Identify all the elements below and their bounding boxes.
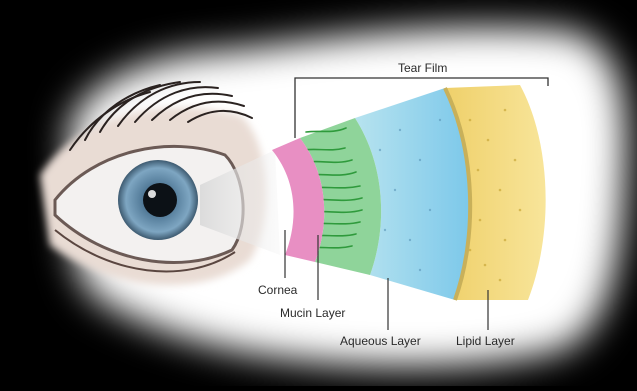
label-aqueous-layer: Aqueous Layer — [340, 334, 421, 348]
label-lipid-layer: Lipid Layer — [456, 334, 515, 348]
label-cornea: Cornea — [258, 283, 298, 297]
eye-highlight — [148, 190, 156, 198]
label-mucin-layer: Mucin Layer — [280, 306, 345, 320]
label-tear-film: Tear Film — [398, 61, 447, 75]
pupil — [143, 183, 177, 217]
